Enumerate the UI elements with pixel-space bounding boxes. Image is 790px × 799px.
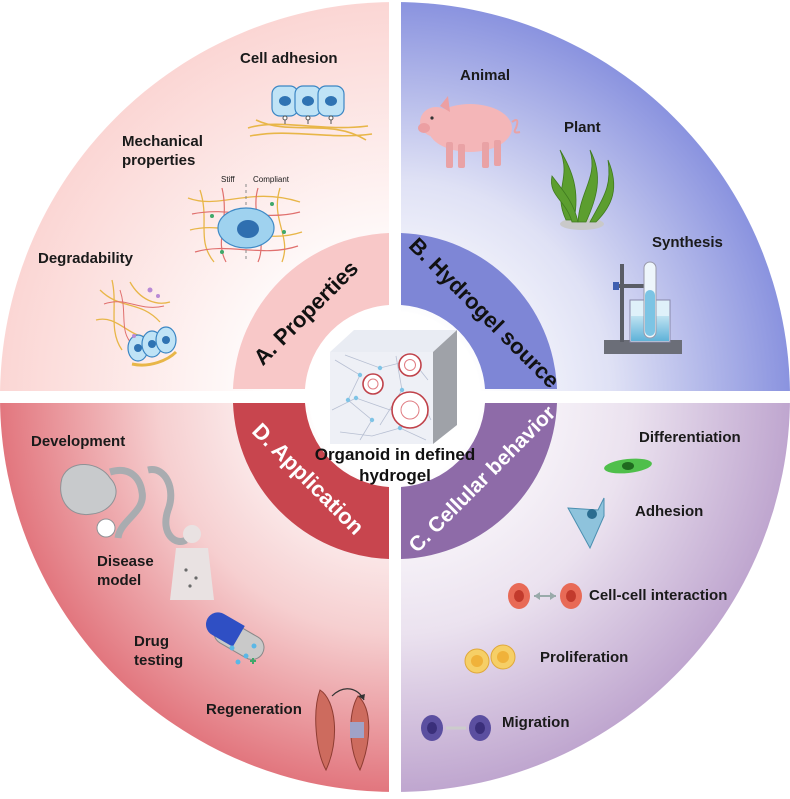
label-mechanical-line-1: Mechanical <box>122 133 203 150</box>
center-title: Organoid in defined hydrogel <box>305 444 485 486</box>
adhesion-cell-image <box>567 497 605 550</box>
synthesis-apparatus-image <box>604 261 682 354</box>
label-proliferation: Proliferation <box>540 649 629 666</box>
ring-segment-hydrogel-source <box>401 233 557 389</box>
label-animal: Animal <box>460 67 511 84</box>
degradability-image <box>95 279 178 367</box>
label-stiff: Stiff <box>221 175 235 184</box>
label-cell-adhesion: Cell adhesion <box>240 50 338 67</box>
label-drug-line-2: testing <box>134 652 184 669</box>
mechanical-properties-image <box>187 184 303 263</box>
label-drug-line-1: Drug <box>134 633 169 650</box>
label-compliant: Compliant <box>253 175 290 184</box>
label-regeneration: Regeneration <box>206 701 302 718</box>
label-disease-model: Disease model <box>97 552 154 590</box>
label-differentiation: Differentiation <box>639 429 741 446</box>
cell-cell-interaction-image <box>508 583 582 609</box>
label-disease-line-2: model <box>97 572 142 589</box>
label-drug-testing: Drug testing <box>134 632 183 670</box>
label-disease-line-1: Disease <box>97 553 154 570</box>
proliferation-cells-image <box>464 644 516 674</box>
drug-capsule-image <box>206 612 265 665</box>
label-degradability: Degradability <box>38 250 134 267</box>
label-migration: Migration <box>502 714 570 731</box>
label-adhesion: Adhesion <box>635 503 704 520</box>
hydrogel-cube-image <box>330 330 457 444</box>
ring-segment-properties <box>233 233 389 389</box>
ring-segment-cellular-behavior <box>401 403 557 559</box>
label-plant: Plant <box>564 119 601 136</box>
label-cell-cell-interaction: Cell-cell interaction <box>589 587 728 604</box>
regeneration-muscle-image <box>315 688 370 772</box>
cell-adhesion-image <box>247 85 373 141</box>
migration-cells-image <box>421 715 491 741</box>
development-organoid-image <box>60 464 188 545</box>
plant-image <box>551 149 615 230</box>
center-title-line-1: Organoid in defined <box>314 445 476 464</box>
center-title-line-2: hydrogel <box>359 466 431 485</box>
pig-image <box>418 96 521 168</box>
ring-segment-application <box>233 403 389 559</box>
label-mechanical-properties: Mechanical properties <box>122 132 203 170</box>
disease-model-body-image <box>170 525 214 600</box>
label-development: Development <box>31 433 126 450</box>
differentiation-cell-image <box>604 458 652 474</box>
label-synthesis: Synthesis <box>652 234 723 251</box>
label-mechanical-line-2: properties <box>122 152 196 169</box>
